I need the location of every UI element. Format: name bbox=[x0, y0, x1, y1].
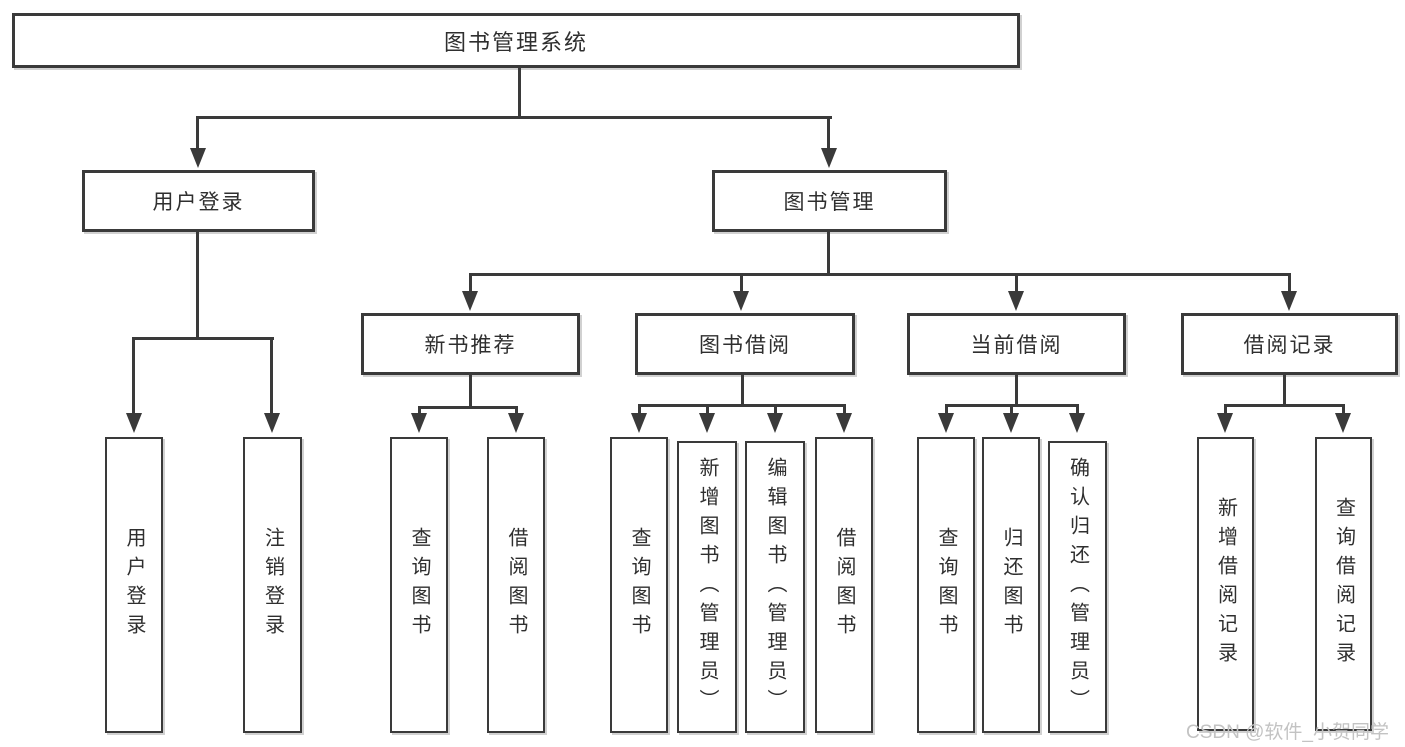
connector-line bbox=[1283, 375, 1286, 406]
arrow-down-icon bbox=[190, 148, 206, 168]
connector-line bbox=[706, 404, 709, 414]
arrow-down-icon bbox=[699, 413, 715, 433]
arrow-down-icon bbox=[938, 413, 954, 433]
leaf-query-books-2: 查询图书 bbox=[610, 437, 668, 733]
connector-line bbox=[515, 406, 518, 415]
leaf-return-books: 归还图书 bbox=[982, 437, 1040, 733]
connector-line bbox=[1015, 273, 1018, 293]
connector-line bbox=[196, 232, 199, 339]
node-label: 新书推荐 bbox=[424, 334, 517, 357]
connector-line bbox=[1076, 404, 1079, 414]
connector-line bbox=[518, 66, 521, 118]
connector-line bbox=[1015, 375, 1018, 406]
arrow-down-icon bbox=[1069, 413, 1085, 433]
csdn-watermark: CSDN @软件_小贺同学 bbox=[1186, 722, 1389, 743]
leaf-label: 借阅图书 bbox=[833, 527, 855, 643]
connector-line bbox=[270, 337, 273, 413]
node-book-borrow: 图书借阅 bbox=[635, 313, 855, 375]
node-label: 用户登录 bbox=[152, 191, 245, 214]
connector-line bbox=[774, 404, 777, 414]
connector-line bbox=[469, 273, 1291, 276]
leaf-query-books-1: 查询图书 bbox=[390, 437, 448, 733]
leaf-query-borrow-record: 查询借阅记录 bbox=[1315, 437, 1372, 731]
arrow-down-icon bbox=[821, 148, 837, 168]
leaf-query-books-3: 查询图书 bbox=[917, 437, 975, 733]
node-label: 图书管理系统 bbox=[443, 29, 588, 55]
node-root: 图书管理系统 bbox=[12, 13, 1020, 68]
leaf-label: 编辑图书（管理员） bbox=[764, 456, 786, 718]
leaf-label: 新增图书（管理员） bbox=[696, 456, 718, 718]
arrow-down-icon bbox=[1281, 291, 1297, 311]
leaf-add-books-admin: 新增图书（管理员） bbox=[677, 441, 737, 733]
connector-line bbox=[1224, 404, 1345, 407]
leaf-confirm-return-admin: 确认归还（管理员） bbox=[1048, 441, 1107, 733]
connector-line bbox=[638, 404, 641, 414]
connector-line bbox=[196, 116, 199, 150]
connector-line bbox=[945, 404, 948, 414]
leaf-borrow-books-2: 借阅图书 bbox=[815, 437, 873, 733]
arrow-down-icon bbox=[1335, 413, 1351, 433]
connector-line bbox=[843, 404, 846, 414]
leaf-label: 注销登录 bbox=[261, 527, 284, 643]
leaf-edit-books-admin: 编辑图书（管理员） bbox=[745, 441, 805, 733]
connector-line bbox=[469, 273, 472, 293]
arrow-down-icon bbox=[1008, 291, 1024, 311]
leaf-label: 查询借阅记录 bbox=[1332, 497, 1355, 671]
node-label: 图书管理 bbox=[783, 191, 876, 214]
arrow-down-icon bbox=[1003, 413, 1019, 433]
connector-line bbox=[197, 116, 832, 119]
connector-line bbox=[740, 273, 743, 293]
node-label: 借阅记录 bbox=[1243, 334, 1336, 357]
leaf-label: 用户登录 bbox=[123, 527, 145, 643]
node-current-borrow: 当前借阅 bbox=[907, 313, 1126, 375]
leaf-logout: 注销登录 bbox=[243, 437, 302, 733]
connector-line bbox=[1010, 404, 1013, 414]
leaf-label: 新增借阅记录 bbox=[1214, 497, 1237, 671]
leaf-label: 查询图书 bbox=[408, 527, 430, 643]
leaf-borrow-books-1: 借阅图书 bbox=[487, 437, 545, 733]
leaf-label: 查询图书 bbox=[628, 527, 650, 643]
node-user-login: 用户登录 bbox=[82, 170, 315, 232]
leaf-add-borrow-record: 新增借阅记录 bbox=[1197, 437, 1254, 731]
arrow-down-icon bbox=[264, 413, 280, 433]
leaf-label: 确认归还（管理员） bbox=[1066, 456, 1089, 718]
connector-line bbox=[1288, 273, 1291, 293]
leaf-label: 借阅图书 bbox=[505, 527, 527, 643]
arrow-down-icon bbox=[631, 413, 647, 433]
connector-line bbox=[827, 232, 830, 275]
connector-line bbox=[132, 337, 274, 340]
arrow-down-icon bbox=[411, 413, 427, 433]
node-borrow-records: 借阅记录 bbox=[1181, 313, 1398, 375]
node-label: 图书借阅 bbox=[699, 334, 791, 357]
arrow-down-icon bbox=[126, 413, 142, 433]
leaf-label: 查询图书 bbox=[935, 527, 957, 643]
leaf-user-login: 用户登录 bbox=[105, 437, 163, 733]
arrow-down-icon bbox=[508, 413, 524, 433]
connector-line bbox=[827, 116, 830, 150]
node-label: 当前借阅 bbox=[970, 334, 1063, 357]
leaf-label: 归还图书 bbox=[1000, 527, 1022, 643]
connector-line bbox=[132, 337, 135, 413]
node-book-management: 图书管理 bbox=[712, 170, 947, 232]
arrow-down-icon bbox=[1217, 413, 1233, 433]
arrow-down-icon bbox=[733, 291, 749, 311]
connector-line bbox=[418, 406, 518, 409]
arrow-down-icon bbox=[462, 291, 478, 311]
arrow-down-icon bbox=[767, 413, 783, 433]
arrow-down-icon bbox=[836, 413, 852, 433]
connector-line bbox=[741, 375, 744, 406]
connector-line bbox=[638, 404, 846, 407]
connector-line bbox=[1224, 404, 1227, 414]
connector-line bbox=[418, 406, 421, 415]
connector-line bbox=[469, 375, 472, 408]
connector-line bbox=[1342, 404, 1345, 414]
node-new-book-recommend: 新书推荐 bbox=[361, 313, 580, 375]
